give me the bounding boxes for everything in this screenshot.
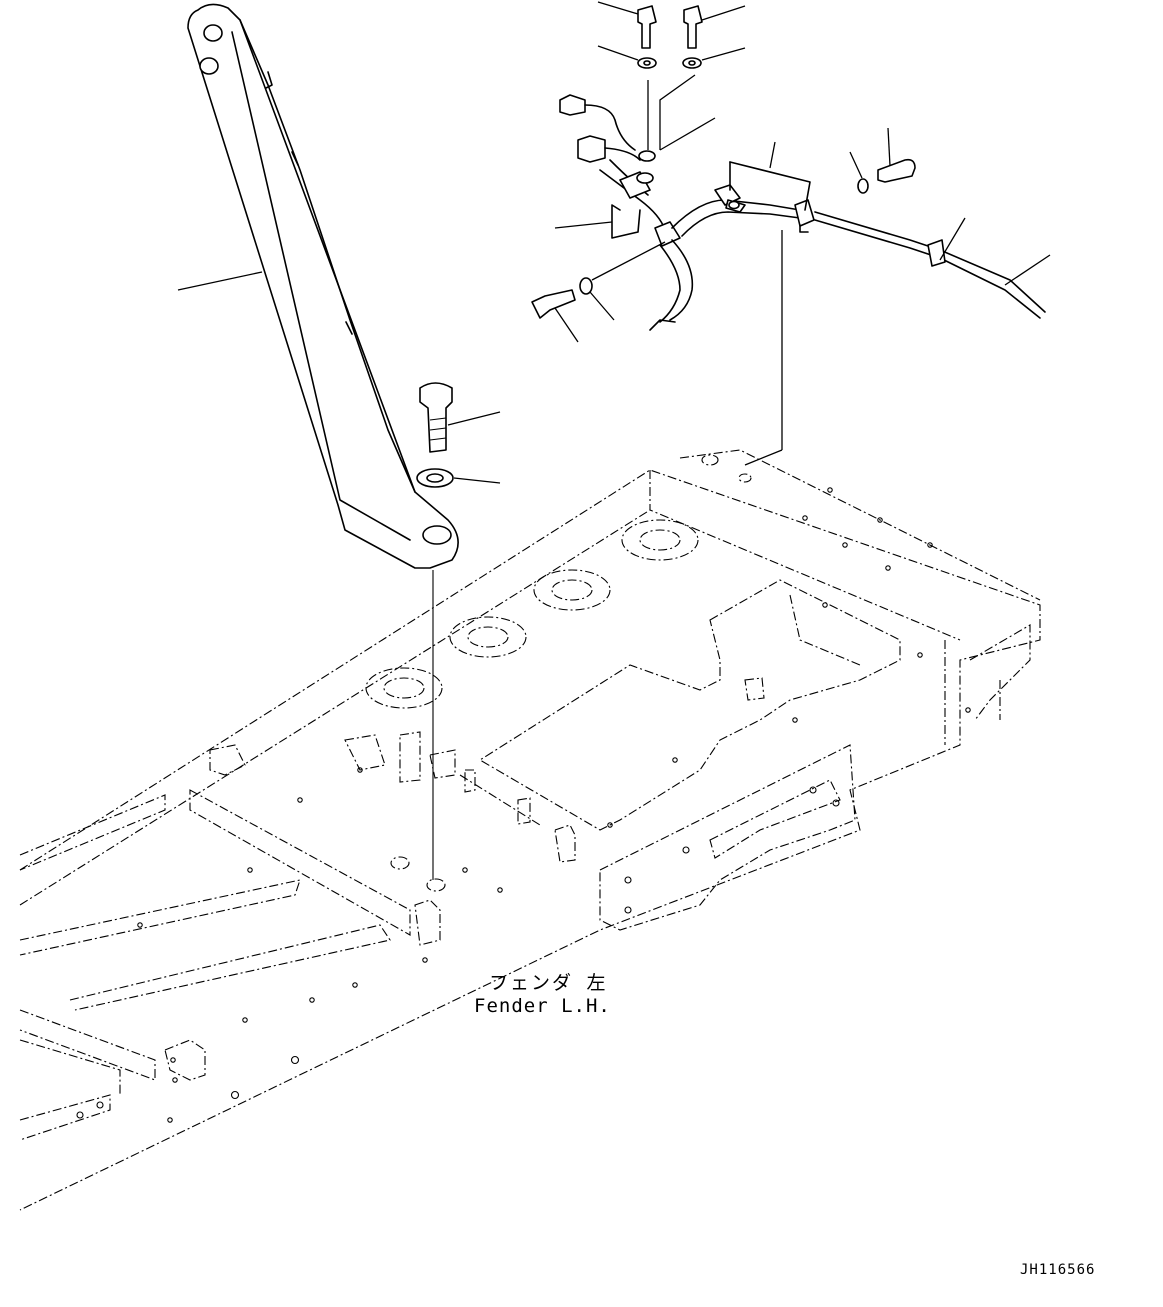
fender-label-jp: フェンダ 左 (489, 972, 608, 994)
harness-bolt-4 (531, 289, 579, 343)
harness-washer-4 (579, 241, 666, 321)
harness-washer-2 (682, 47, 746, 69)
fender-lh-frame (19, 449, 1041, 1211)
fender-label-en: Fender L.H. (474, 995, 611, 1017)
drawing-number: JH116566 (1020, 1262, 1096, 1278)
harness-washer-3 (849, 151, 869, 194)
harness-bolt-1 (597, 1, 657, 49)
stay-washer (416, 468, 501, 488)
stay-bolt (419, 382, 501, 453)
harness-bolt-3 (877, 127, 916, 183)
harness-bolt-2 (683, 5, 746, 49)
wiring-harness (554, 74, 1051, 466)
fender-stay-bracket (177, 3, 459, 569)
harness-washer-1 (597, 45, 657, 69)
